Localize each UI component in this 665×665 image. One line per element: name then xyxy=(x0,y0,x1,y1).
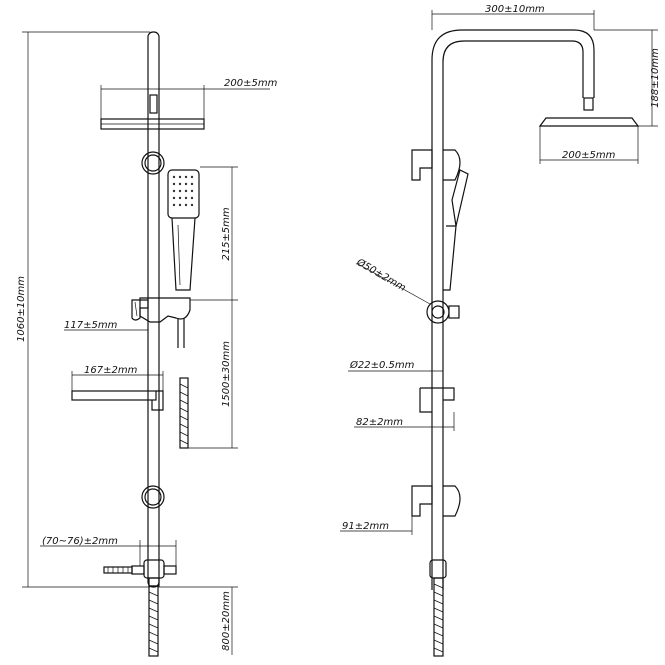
label-head-drop: 188±10mm xyxy=(650,48,661,108)
front-riser-pipe xyxy=(147,31,160,588)
front-shelf xyxy=(71,390,164,411)
front-holder xyxy=(131,297,191,323)
front-upper-knob-inner xyxy=(144,154,162,172)
label-shelf-width: 167±2mm xyxy=(84,365,138,376)
side-holder-knob xyxy=(426,300,450,324)
label-overall-height: 1060±10mm xyxy=(16,276,27,342)
front-hose-short xyxy=(177,318,185,348)
label-holder-offset: 117±5mm xyxy=(64,320,118,331)
front-hand-shower xyxy=(167,169,200,291)
label-wall-offset: 91±2mm xyxy=(342,521,389,532)
label-inlet-height: 800±20mm xyxy=(221,591,232,651)
front-loose-hose xyxy=(179,377,189,449)
label-hose-length: 1500±30mm xyxy=(221,341,232,407)
side-holder-stub xyxy=(448,305,460,319)
front-view xyxy=(22,31,270,657)
front-lower-knob-inner xyxy=(144,488,162,506)
side-head-connector xyxy=(583,97,594,111)
label-arm-reach: 300±10mm xyxy=(485,4,545,15)
side-arm-inner xyxy=(442,40,584,590)
label-shelf-depth: 82±2mm xyxy=(356,417,403,428)
side-shelf xyxy=(419,387,455,413)
label-handshower-length: 215±5mm xyxy=(221,207,232,261)
side-dimensions xyxy=(340,10,658,535)
label-front-head-width: 200±5mm xyxy=(224,78,278,89)
side-hand-shower-grip xyxy=(443,225,457,291)
side-hand-shower xyxy=(451,169,469,227)
side-view xyxy=(340,10,658,657)
side-shower-head xyxy=(538,117,640,127)
front-lower-hose xyxy=(148,585,159,657)
side-lower-bracket xyxy=(411,485,433,517)
side-lower-hose xyxy=(433,577,444,657)
side-upper-bracket xyxy=(411,149,433,181)
front-dimensions xyxy=(22,31,270,655)
label-inlet-centers: (70~76)±2mm xyxy=(42,536,118,547)
label-side-head-width: 200±5mm xyxy=(562,150,616,161)
front-diverter xyxy=(103,559,177,587)
side-lower-bracket-knob xyxy=(443,485,461,517)
side-holder-knob-inner xyxy=(431,305,445,319)
front-lower-knob xyxy=(141,485,165,509)
label-knob-diameter: Ø50±2mm xyxy=(354,256,409,294)
side-upper-bracket-knob xyxy=(443,149,461,181)
front-upper-knob xyxy=(141,151,165,175)
label-pipe-diameter: Ø22±0.5mm xyxy=(349,359,415,371)
front-head-connector xyxy=(149,94,158,114)
side-arm-outer xyxy=(431,29,595,590)
